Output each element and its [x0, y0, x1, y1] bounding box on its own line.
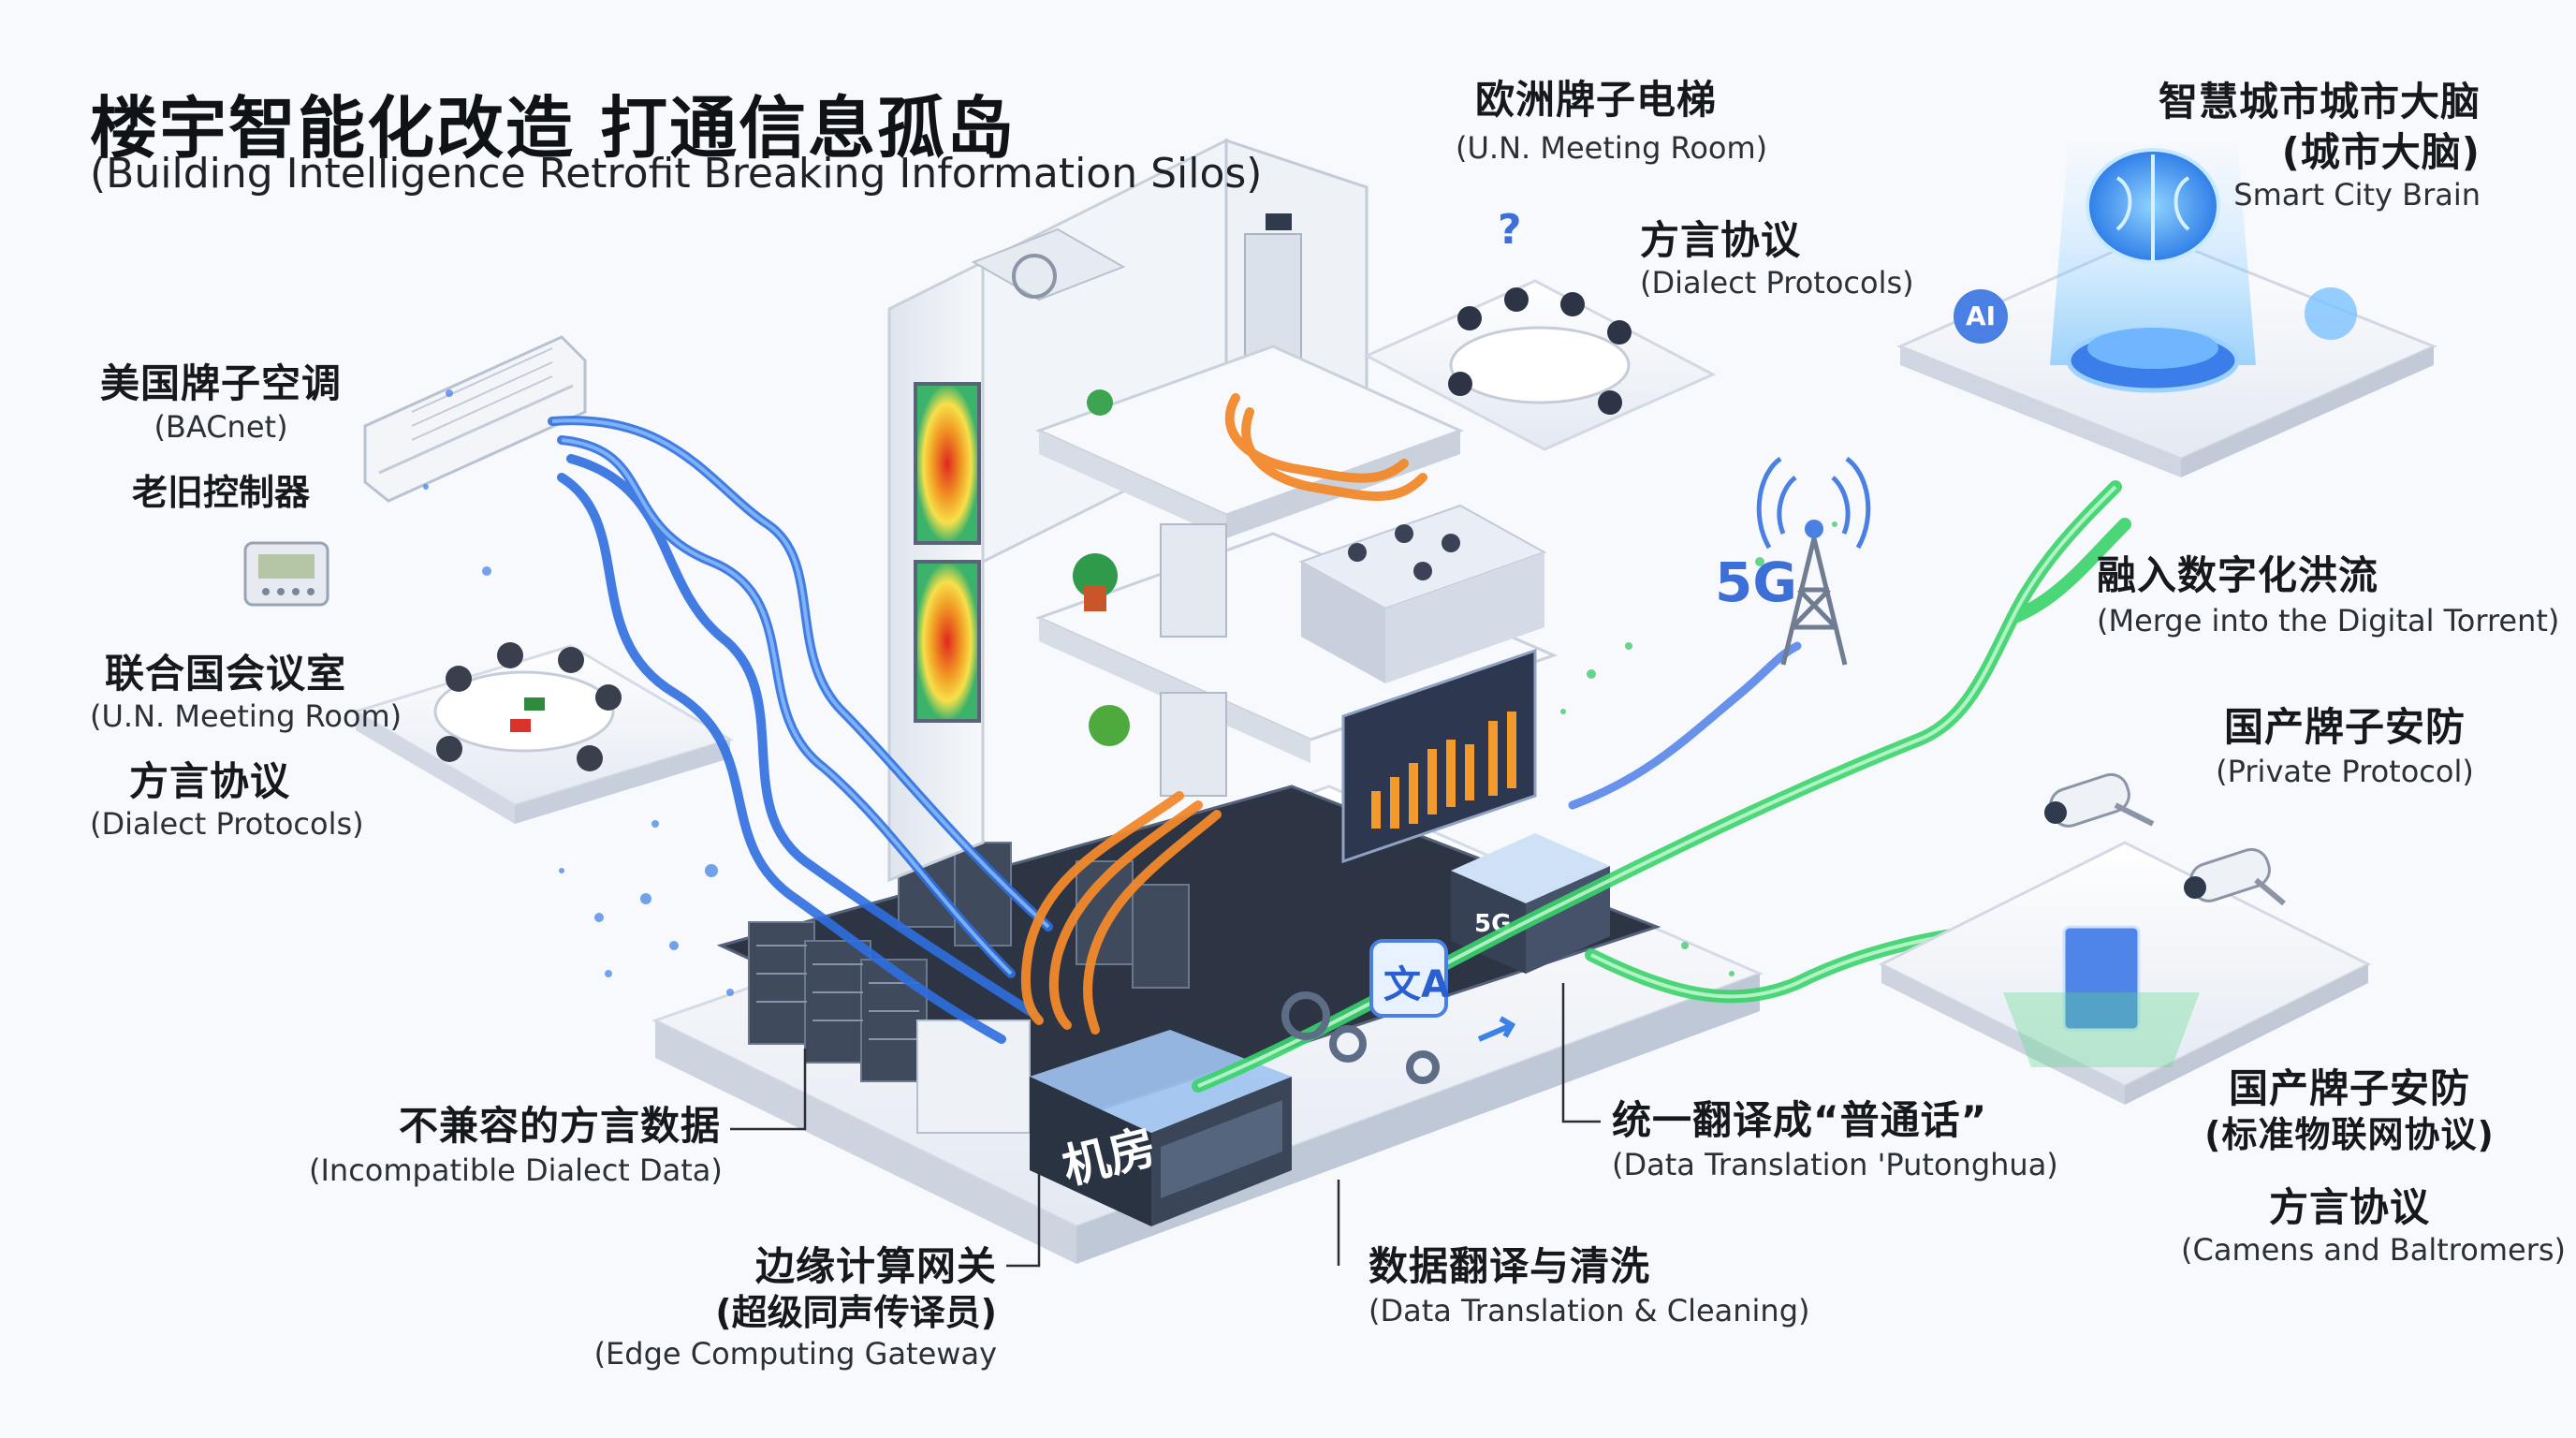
elevator-label-en: (U.N. Meeting Room): [1456, 130, 1768, 166]
blue-particles: [423, 389, 734, 996]
ac-wall-unit: [363, 335, 587, 503]
brain-label-en: Smart City Brain: [2233, 177, 2481, 213]
page-title: 楼宇智能化改造 打通信息孤岛: [90, 89, 1017, 168]
ai-badge: AI: [1954, 289, 2008, 344]
security2-dialect-label: 方言协议: [2268, 1184, 2430, 1230]
tower-antenna-icon: [1805, 520, 1823, 538]
brain-label-zh: 智慧城市城市大脑: [2158, 79, 2481, 125]
blue-flow-highlights: [551, 418, 1050, 976]
ac-label-zh: 美国牌子空调: [99, 360, 342, 406]
security1-label-zh: 国产牌子安防: [2223, 704, 2466, 750]
unify-label-en: (Data Translation 'Putonghua): [1612, 1147, 2058, 1182]
merge-label-zh: 融入数字化洪流: [2097, 552, 2379, 598]
server-room: [716, 785, 1661, 1134]
merge-label-en: (Merge into the Digital Torrent): [2097, 603, 2560, 638]
svg-text:文A: 文A: [1383, 963, 1450, 1006]
left-dialect-label-en: (Dialect Protocols): [90, 806, 364, 842]
orange-elevator-flows: [1020, 393, 1427, 1034]
security1-label-en: (Private Protocol): [2216, 754, 2474, 789]
fiveg-tag: 5G: [1715, 550, 1797, 614]
data-arrow-icon: [1477, 1016, 1516, 1042]
security-platform: [1878, 841, 2372, 1105]
security2-label-en: (Camens and Baltromers): [2181, 1232, 2566, 1268]
blue-uplink-flow: [1568, 641, 1802, 810]
security2-label-zh: 国产牌子安防: [2228, 1065, 2470, 1111]
eu-meeting-platform: ?: [1363, 206, 1717, 451]
svg-text:?: ?: [1498, 206, 1522, 254]
security2-label-zh2: (标准物联网协议): [2204, 1114, 2495, 1155]
old-controller: [243, 541, 329, 607]
incompat-label-en: (Incompatible Dialect Data): [309, 1152, 723, 1188]
edge-gateway-box: [1030, 1030, 1292, 1226]
security-camera-2-icon: [2184, 847, 2286, 906]
un-meeting-table: [433, 642, 622, 771]
fiveg-tower: [1756, 456, 1871, 666]
gateway-label-zh: 边缘计算网关: [754, 1243, 997, 1289]
translate-label-zh: 数据翻译与清洗: [1368, 1243, 1651, 1289]
office-floor: [1298, 504, 1547, 683]
un-room-label-zh: 联合国会议室: [104, 651, 346, 697]
left-dialect-label-zh: 方言协议: [128, 758, 290, 804]
top-dialect-label-zh: 方言协议: [1640, 217, 1802, 263]
gateway-label-zh2: (超级同声传译员): [715, 1292, 997, 1333]
translate-label-en: (Data Translation & Cleaning): [1368, 1293, 1810, 1328]
top-dialect-label-en: (Dialect Protocols): [1640, 265, 1914, 301]
building-tower: [887, 138, 1559, 883]
unify-label-zh: 统一翻译成“普通话”: [1612, 1097, 1988, 1143]
controller-label-zh: 老旧控制器: [131, 472, 310, 513]
elevator-label-zh: 欧洲牌子电梯: [1474, 77, 1717, 123]
security-camera-1-icon: [2044, 772, 2155, 828]
un-room-label-en: (U.N. Meeting Room): [90, 698, 402, 734]
ac-label-en: (BACnet): [154, 409, 288, 445]
translate-icon: 文A: [1369, 939, 1450, 1018]
callout-lines: [730, 983, 1601, 1268]
gateway-label-en: (Edge Computing Gateway: [593, 1336, 997, 1372]
gear-icon: [1281, 991, 1440, 1084]
brain-label-zh2: (城市大脑): [2281, 129, 2481, 175]
brain-platform: [1896, 140, 2437, 477]
incompat-label-zh: 不兼容的方言数据: [398, 1103, 721, 1149]
page-subtitle: (Building Intelligence Retrofit Breaking…: [90, 150, 1263, 198]
